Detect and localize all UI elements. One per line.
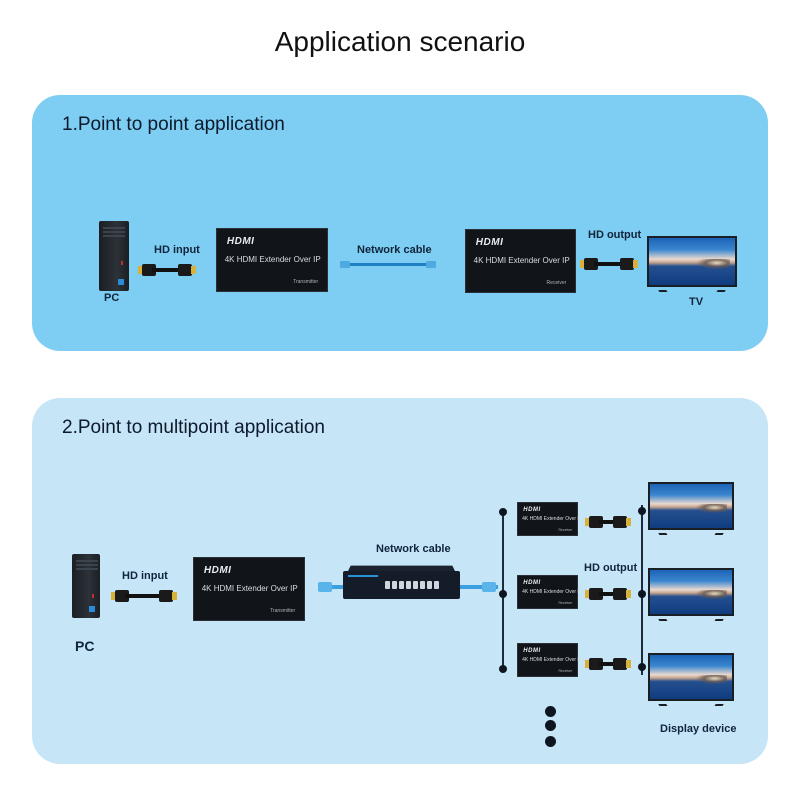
panel-title: 2.Point to multipoint application (62, 417, 325, 438)
receiver-device: HDMI 4K HDMI Extender Over IP Receiver (517, 575, 582, 609)
device-model-text: 4K HDMI Extender Over IP (522, 589, 583, 596)
device-role-text: Transmitter (293, 279, 319, 286)
network-cable-icon (340, 261, 436, 268)
display-device-label: Display device (660, 723, 737, 735)
device-role-text: Receiver (558, 601, 573, 606)
device-role-text: Transmitter (270, 608, 296, 615)
receiver-device: HDMI 4K HDMI Extender Over IP Receiver (517, 502, 582, 536)
tv-icon (648, 482, 734, 535)
hdmi-cable-icon (585, 656, 631, 672)
hd-output-label: HD output (584, 562, 638, 574)
network-switch-icon (343, 565, 460, 599)
hdmi-logo: HDMI (226, 236, 255, 248)
hdmi-cable-icon (111, 588, 177, 604)
tv-icon (648, 653, 734, 706)
hdmi-cable-icon (138, 262, 196, 278)
pc-label: PC (104, 292, 120, 304)
hd-input-label: HD input (122, 570, 168, 582)
pc-tower-icon (99, 221, 129, 291)
pc-tower-icon (72, 554, 100, 618)
device-role-text: Receiver (558, 669, 573, 674)
page-title: Application scenario (274, 26, 526, 57)
hdmi-logo: HDMI (523, 647, 541, 654)
network-cable-label: Network cable (376, 543, 451, 555)
hdmi-logo: HDMI (203, 565, 232, 577)
hdmi-logo: HDMI (523, 506, 541, 513)
network-cable-icon (460, 582, 498, 592)
device-model-text: 4K HDMI Extender Over IP (522, 516, 583, 523)
tv-label: TV (689, 296, 704, 308)
more-devices-dot (545, 720, 556, 731)
network-cable-icon (318, 582, 344, 592)
device-model-text: 4K HDMI Extender Over IP (522, 657, 583, 664)
hd-output-label: HD output (588, 229, 642, 241)
hd-input-label: HD input (154, 244, 200, 256)
transmitter-device: HDMI 4K HDMI Extender Over IP Transmitte… (216, 228, 328, 292)
tv-icon (647, 236, 737, 292)
hdmi-cable-icon (585, 514, 631, 530)
transmitter-device: HDMI 4K HDMI Extender Over IP Transmitte… (193, 557, 305, 621)
junction-dot (638, 590, 646, 598)
hdmi-cable-icon (585, 586, 631, 602)
more-devices-dot (545, 736, 556, 747)
receiver-device: HDMI 4K HDMI Extender Over IP Receiver (517, 643, 582, 677)
network-cable-label: Network cable (357, 244, 432, 256)
junction-dot (499, 590, 507, 598)
point-to-point-panel: 1.Point to point application (32, 95, 768, 351)
panel-title: 1.Point to point application (62, 114, 285, 135)
junction-dot (499, 665, 507, 673)
junction-dot (638, 663, 646, 671)
hdmi-logo: HDMI (475, 237, 504, 249)
more-devices-dot (545, 706, 556, 717)
device-model-text: 4K HDMI Extender Over IP (224, 255, 321, 265)
device-model-text: 4K HDMI Extender Over IP (201, 584, 298, 594)
device-model-text: 4K HDMI Extender Over IP (473, 256, 570, 266)
hdmi-logo: HDMI (523, 579, 541, 586)
hdmi-cable-icon (580, 256, 638, 272)
junction-dot (499, 508, 507, 516)
receiver-device: HDMI 4K HDMI Extender Over IP Receiver (465, 229, 576, 293)
junction-dot (638, 507, 646, 515)
device-role-text: Receiver (546, 280, 567, 287)
pc-label: PC (75, 638, 95, 654)
device-role-text: Receiver (558, 528, 573, 533)
tv-icon (648, 568, 734, 621)
